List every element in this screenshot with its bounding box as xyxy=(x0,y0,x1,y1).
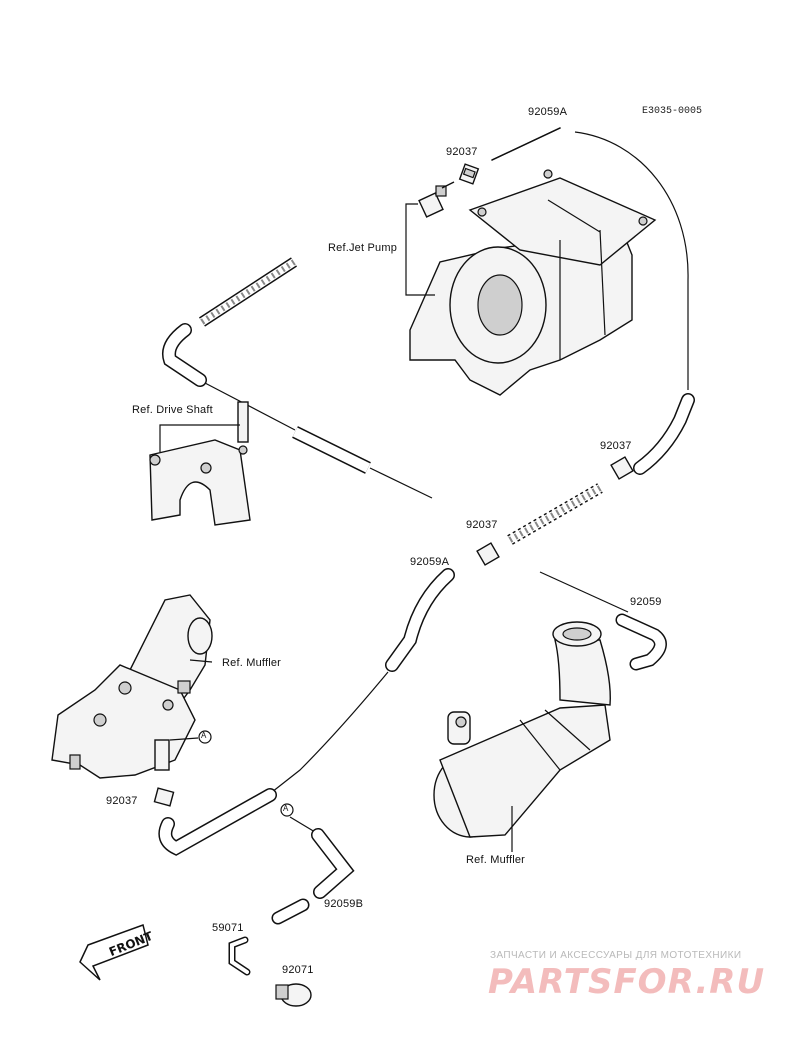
label-marker-a2: A xyxy=(283,804,289,813)
muffler-left xyxy=(51,594,213,779)
label-59071: 59071 xyxy=(212,922,244,934)
routing-line-long xyxy=(271,671,389,793)
label-ref-muffler-right: Ref. Muffler xyxy=(466,854,526,866)
label-ref-jet-pump: Ref.Jet Pump xyxy=(328,242,398,254)
hose-dashed-left xyxy=(198,257,298,327)
jet-pump-bracket xyxy=(405,203,435,296)
front-arrow xyxy=(79,924,149,981)
marker-a-circle-1 xyxy=(169,730,212,744)
label-92037-mid: 92037 xyxy=(466,519,498,531)
cap-92071 xyxy=(275,983,312,1007)
muffler-left-leader xyxy=(189,659,213,663)
hose-dashed-right xyxy=(507,483,603,545)
label-92059A-mid: 92059A xyxy=(410,556,450,568)
label-ref-drive-shaft: Ref. Drive Shaft xyxy=(132,404,213,416)
diagram-code: E3035-0005 xyxy=(642,106,703,117)
jet-pump-fitting xyxy=(418,181,455,218)
label-92037-top: 92037 xyxy=(446,146,478,158)
muffler-right xyxy=(433,621,611,838)
clamp-92037-left xyxy=(153,787,175,807)
label-marker-a1: A xyxy=(201,731,207,740)
label-92037-left: 92037 xyxy=(106,795,138,807)
routing-line-top xyxy=(574,131,689,390)
watermark-brand: PARTSFOR.RU xyxy=(488,962,766,1002)
clamp-92037-top xyxy=(458,163,480,185)
routing-line-mid xyxy=(204,382,433,499)
clamp-92037-mid xyxy=(476,542,500,566)
label-92059B: 92059B xyxy=(324,898,364,910)
jet-pump xyxy=(409,169,657,396)
label-92059: 92059 xyxy=(630,596,662,608)
label-92037-right: 92037 xyxy=(600,440,632,452)
routing-line-right xyxy=(539,571,629,613)
drive-shaft-housing xyxy=(149,401,251,526)
label-92071: 92071 xyxy=(282,964,314,976)
drive-shaft-bracket xyxy=(159,424,240,452)
clamp-92037-right xyxy=(610,456,634,480)
watermark-tagline: ЗАПЧАСТИ И АКСЕССУАРЫ ДЛЯ МОТОТЕХНИКИ xyxy=(490,950,742,961)
marker-a-circle-2 xyxy=(280,803,316,833)
fitting-59071 xyxy=(228,936,251,976)
label-ref-muffler-left: Ref. Muffler xyxy=(222,657,282,669)
label-92059A-top: 92059A xyxy=(528,106,568,118)
